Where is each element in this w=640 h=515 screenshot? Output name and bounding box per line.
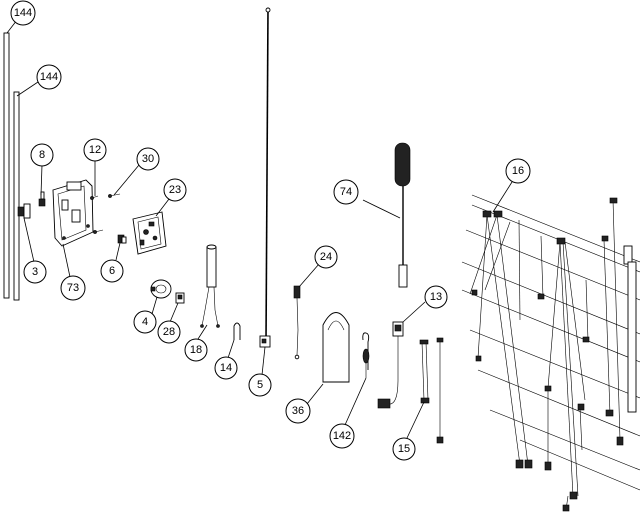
part-24-probe <box>293 285 301 360</box>
callout-28: 28 <box>157 320 181 344</box>
callout-label: 8 <box>39 149 45 161</box>
callout-18: 18 <box>184 338 208 362</box>
callout-label: 23 <box>169 184 181 196</box>
part-36-plate <box>322 312 350 383</box>
callout-15: 15 <box>392 437 416 461</box>
callout-label: 14 <box>220 362 232 374</box>
callout-36: 36 <box>285 398 311 424</box>
part-13-sensor <box>377 321 404 409</box>
callout-label: 74 <box>340 186 352 198</box>
part-4-switch <box>150 279 172 299</box>
callout-label: 73 <box>67 282 79 294</box>
part-5-rod <box>259 7 271 348</box>
callout-14: 14 <box>214 356 238 380</box>
callout-23: 23 <box>163 178 187 202</box>
part-23-control-board <box>132 211 167 255</box>
callout-24: 24 <box>314 245 338 269</box>
callout-label: 4 <box>142 316 148 328</box>
callout-144-mid: 144 <box>36 64 62 90</box>
callout-label: 5 <box>257 379 263 391</box>
part-74-brush <box>394 142 411 288</box>
part-12-screw <box>90 195 99 200</box>
callout-label: 3 <box>32 266 38 278</box>
callout-label: 24 <box>320 251 332 263</box>
part-142-probe <box>362 332 370 378</box>
callout-label: 16 <box>512 165 524 177</box>
callout-16: 16 <box>505 158 531 184</box>
part-3-bracket <box>17 203 31 219</box>
part-15-harness <box>419 337 444 444</box>
part-73-housing <box>52 179 94 247</box>
callout-73: 73 <box>60 275 86 301</box>
part-6-connector <box>117 234 127 244</box>
leader-lines <box>6 19 513 439</box>
callout-12: 12 <box>83 138 107 162</box>
part-16-harness-assembly <box>461 194 640 512</box>
callout-label: 142 <box>333 430 351 442</box>
callout-label: 15 <box>398 443 410 455</box>
callout-144-top: 144 <box>10 0 36 26</box>
callout-label: 144 <box>40 71 58 83</box>
callout-label: 6 <box>109 265 115 277</box>
callout-6: 6 <box>100 259 124 283</box>
callout-label: 18 <box>190 344 202 356</box>
callout-30: 30 <box>136 147 160 171</box>
callout-label: 13 <box>430 291 442 303</box>
callout-13: 13 <box>424 285 448 309</box>
callout-5: 5 <box>248 373 272 397</box>
part-18-element <box>200 244 220 328</box>
part-28-switch <box>175 292 185 304</box>
callout-74: 74 <box>333 179 359 205</box>
callout-label: 12 <box>89 144 101 156</box>
callout-label: 30 <box>142 153 154 165</box>
callout-label: 144 <box>14 7 32 19</box>
callout-label: 28 <box>163 326 175 338</box>
callout-4: 4 <box>133 310 157 334</box>
callout-8: 8 <box>30 143 54 167</box>
part-8-clip <box>38 191 46 207</box>
part-144-rail-outer <box>3 32 20 301</box>
part-14-clip <box>233 322 241 340</box>
part-30-screws <box>93 193 121 234</box>
callout-142: 142 <box>329 423 355 449</box>
callout-3: 3 <box>23 260 47 284</box>
callout-label: 36 <box>292 405 304 417</box>
